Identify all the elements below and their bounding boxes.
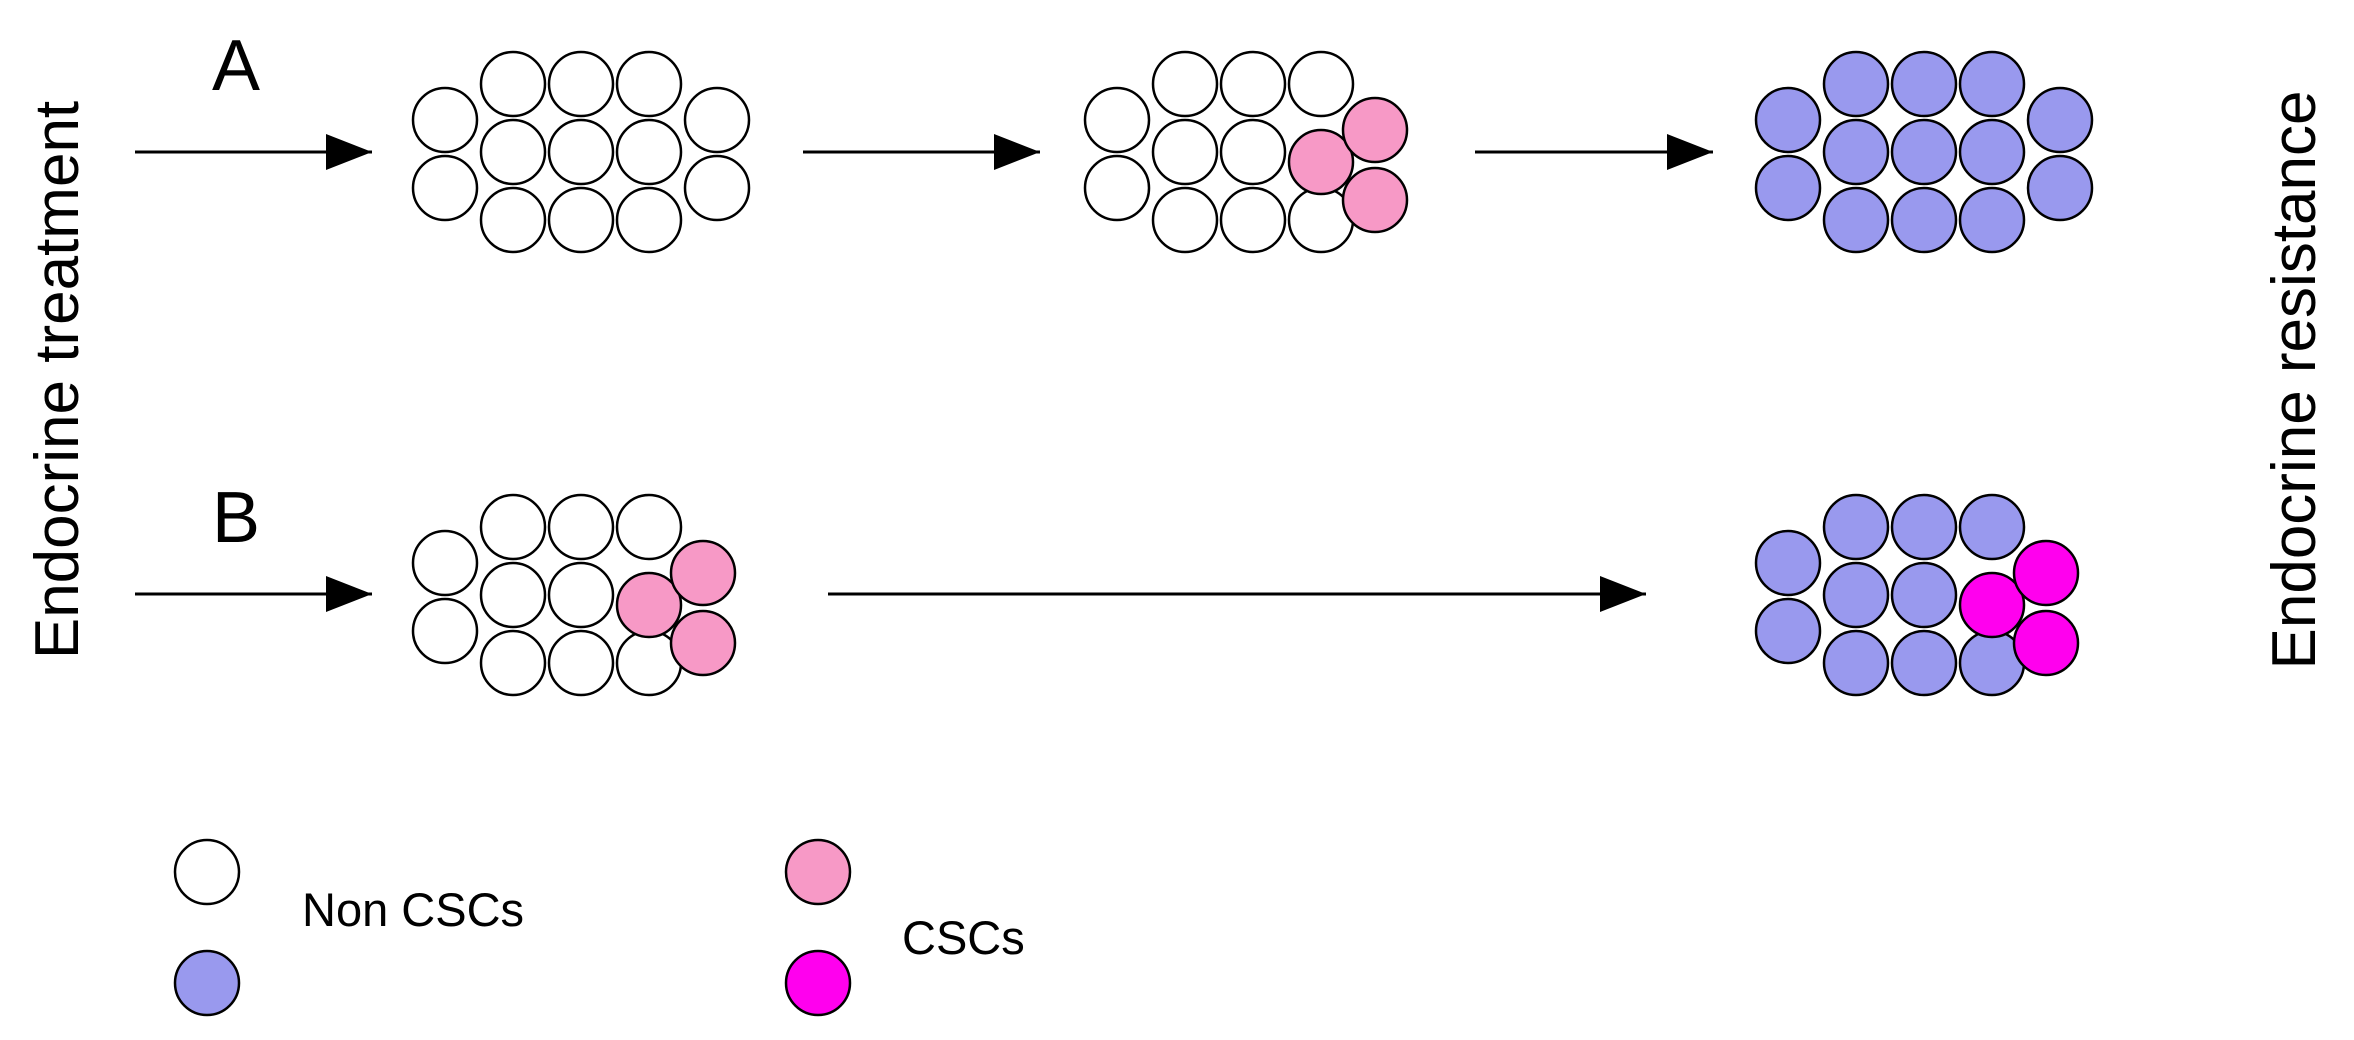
non-csc-cell (1890, 493, 1958, 561)
legend-swatch-csc-magenta (784, 949, 852, 1017)
non-csc-cell (615, 186, 683, 254)
non-csc-cell (547, 118, 615, 186)
non-csc-cell (547, 629, 615, 697)
non-csc-cell (1287, 50, 1355, 118)
non-csc-cell (683, 86, 751, 154)
csc-cell (2012, 609, 2080, 677)
csc-cell (615, 571, 683, 639)
non-csc-cell (1958, 118, 2026, 186)
non-csc-cell (1822, 493, 1890, 561)
non-csc-cell (547, 186, 615, 254)
non-csc-cell (1151, 118, 1219, 186)
cell-cluster-a-3 (1754, 50, 2094, 254)
non-csc-cell (411, 597, 479, 665)
cell-clusters (411, 50, 2094, 697)
csc-cell (1341, 166, 1409, 234)
non-csc-cell (1083, 86, 1151, 154)
non-csc-cell (1219, 50, 1287, 118)
cell-cluster-b-1 (411, 493, 737, 697)
non-csc-cell (1890, 561, 1958, 629)
legend-swatch-non-csc-blue (173, 949, 241, 1017)
legend-cscs-label: CSCs (902, 911, 1025, 964)
non-csc-cell (1890, 629, 1958, 697)
non-csc-cell (1822, 561, 1890, 629)
csc-cell (669, 539, 737, 607)
non-csc-cell (411, 529, 479, 597)
row-label-b: B (212, 478, 261, 558)
non-csc-cell (479, 629, 547, 697)
non-csc-cell (411, 154, 479, 222)
non-csc-cell (479, 561, 547, 629)
non-csc-cell (1822, 186, 1890, 254)
non-csc-cell (1822, 50, 1890, 118)
non-csc-cell (1958, 493, 2026, 561)
row-label-a: A (212, 26, 261, 106)
non-csc-cell (1890, 186, 1958, 254)
non-csc-cell (1754, 529, 1822, 597)
non-csc-cell (1822, 629, 1890, 697)
non-csc-cell (1754, 597, 1822, 665)
cell-cluster-b-3 (1754, 493, 2080, 697)
non-csc-cell (683, 154, 751, 222)
csc-cell (2012, 539, 2080, 607)
cell-cluster-a-2 (1083, 50, 1409, 254)
non-csc-cell (1890, 50, 1958, 118)
right-vertical-label: Endocrine resistance (2260, 90, 2329, 670)
non-csc-cell (615, 493, 683, 561)
csc-cell (1958, 571, 2026, 639)
non-csc-cell (1219, 186, 1287, 254)
legend-swatch-non-csc-white (173, 838, 241, 906)
non-csc-cell (547, 561, 615, 629)
csc-cell (1341, 96, 1409, 164)
non-csc-cell (479, 186, 547, 254)
non-csc-cell (1083, 154, 1151, 222)
non-csc-cell (1822, 118, 1890, 186)
non-csc-cell (547, 50, 615, 118)
csc-cell (1287, 128, 1355, 196)
non-csc-cell (2026, 86, 2094, 154)
non-csc-cell (1151, 186, 1219, 254)
non-csc-cell (1890, 118, 1958, 186)
non-csc-cell (1151, 50, 1219, 118)
non-csc-cell (547, 493, 615, 561)
non-csc-cell (1958, 186, 2026, 254)
csc-cell (669, 609, 737, 677)
non-csc-cell (411, 86, 479, 154)
non-csc-cell (1754, 154, 1822, 222)
non-csc-cell (615, 50, 683, 118)
non-csc-cell (1958, 50, 2026, 118)
legend-non-cscs-label: Non CSCs (302, 883, 525, 936)
legend-swatch-csc-pink (784, 838, 852, 906)
non-csc-cell (2026, 154, 2094, 222)
non-csc-cell (479, 118, 547, 186)
non-csc-cell (615, 118, 683, 186)
non-csc-cell (479, 50, 547, 118)
cell-cluster-a-1 (411, 50, 751, 254)
non-csc-cell (479, 493, 547, 561)
non-csc-cell (1754, 86, 1822, 154)
legend-swatches (173, 838, 852, 1017)
arrows (135, 134, 1713, 612)
left-vertical-label: Endocrine treatment (23, 100, 92, 660)
non-csc-cell (1219, 118, 1287, 186)
